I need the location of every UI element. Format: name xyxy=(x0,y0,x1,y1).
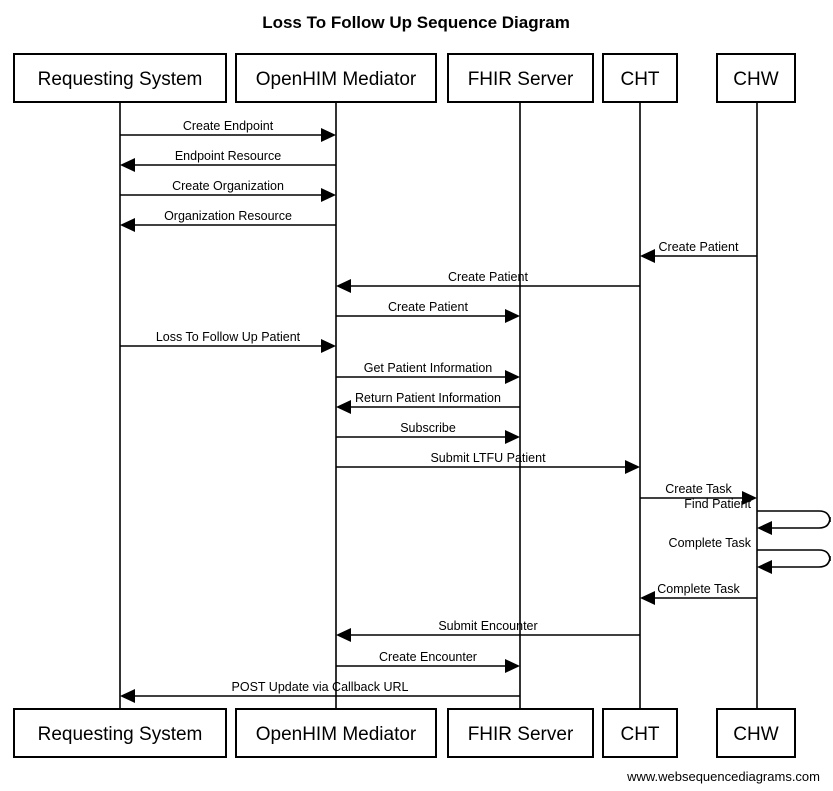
arrow-head xyxy=(321,339,336,353)
participant-box xyxy=(716,53,796,103)
message-label: Find Patient xyxy=(684,497,751,511)
participant-chw-bottom[interactable]: CHW xyxy=(716,708,796,758)
page-title: Loss To Follow Up Sequence Diagram xyxy=(262,13,570,32)
participant-box xyxy=(716,708,796,758)
arrow-head xyxy=(321,188,336,202)
self-loop-line xyxy=(757,549,831,568)
participant-box xyxy=(13,708,227,758)
participant-requesting-system-bottom[interactable]: Requesting System xyxy=(13,708,227,758)
message-submit-encounter-16: Submit Encounter xyxy=(336,619,640,642)
arrow-head xyxy=(505,659,520,673)
arrow-head xyxy=(120,689,135,703)
message-post-update-via-callback-url-18: POST Update via Callback URL xyxy=(120,680,520,703)
arrow-head xyxy=(120,218,135,232)
message-label: Create Patient xyxy=(388,300,468,314)
message-label: Complete Task xyxy=(669,536,752,550)
participant-label: Requesting System xyxy=(38,69,203,90)
message-create-task-12: Create Task xyxy=(640,482,757,505)
message-label: Create Patient xyxy=(659,240,739,254)
message-label: Complete Task xyxy=(657,582,740,596)
arrow-head xyxy=(336,400,351,414)
participant-openhim-mediator-bottom[interactable]: OpenHIM Mediator xyxy=(235,708,437,758)
message-label: Organization Resource xyxy=(164,209,292,223)
participant-label: Requesting System xyxy=(38,724,203,745)
message-label: Get Patient Information xyxy=(364,361,493,375)
message-label: Create Encounter xyxy=(379,650,477,664)
lifelines-group xyxy=(119,102,758,709)
message-create-encounter-17: Create Encounter xyxy=(336,650,520,673)
message-complete-task-15: Complete Task xyxy=(640,582,757,605)
arrow-head xyxy=(505,430,520,444)
arrow-head xyxy=(742,491,757,505)
participant-box xyxy=(13,53,227,103)
arrow-head xyxy=(321,128,336,142)
participant-label: OpenHIM Mediator xyxy=(256,724,417,745)
message-find-patient-13: Find Patient xyxy=(684,497,831,535)
message-label: Endpoint Resource xyxy=(175,149,281,163)
participant-box xyxy=(447,708,594,758)
arrow-head xyxy=(757,521,772,535)
participant-box xyxy=(447,53,594,103)
message-label: Subscribe xyxy=(400,421,456,435)
message-label: Create Task xyxy=(665,482,732,496)
message-complete-task-14: Complete Task xyxy=(669,536,831,574)
message-label: Submit LTFU Patient xyxy=(430,451,546,465)
message-label: Create Organization xyxy=(172,179,284,193)
arrow-head xyxy=(625,460,640,474)
participant-chw-top[interactable]: CHW xyxy=(716,53,796,103)
message-create-patient-5: Create Patient xyxy=(336,270,640,293)
participant-label: FHIR Server xyxy=(468,69,574,90)
message-organization-resource-3: Organization Resource xyxy=(120,209,336,232)
participant-box xyxy=(602,53,678,103)
arrow-head xyxy=(505,309,520,323)
participant-fhir-server-top[interactable]: FHIR Server xyxy=(447,53,594,103)
message-label: Return Patient Information xyxy=(355,391,501,405)
message-create-organization-2: Create Organization xyxy=(120,179,336,202)
participants-bottom-group: Requesting System OpenHIM Mediator FHIR Se… xyxy=(13,708,796,758)
arrow-head xyxy=(336,628,351,642)
participant-label: CHW xyxy=(733,69,778,90)
participant-label: CHT xyxy=(620,724,659,745)
message-return-patient-information-9: Return Patient Information xyxy=(336,391,520,414)
message-get-patient-information-8: Get Patient Information xyxy=(336,361,520,384)
arrow-head xyxy=(505,370,520,384)
message-submit-ltfu-patient-11: Submit LTFU Patient xyxy=(336,451,640,474)
participant-cht-top[interactable]: CHT xyxy=(602,53,678,103)
arrow-head xyxy=(120,158,135,172)
message-create-patient-6: Create Patient xyxy=(336,300,520,323)
message-label: Create Endpoint xyxy=(183,119,274,133)
message-endpoint-resource-1: Endpoint Resource xyxy=(120,149,336,172)
message-subscribe-10: Subscribe xyxy=(336,421,520,444)
watermark: www.websequencediagrams.com xyxy=(626,769,820,784)
message-create-endpoint-0: Create Endpoint xyxy=(120,119,336,142)
participant-label: CHT xyxy=(620,69,659,90)
participant-box xyxy=(602,708,678,758)
participants-top-group: Requesting System OpenHIM Mediator FHIR Se… xyxy=(13,53,796,103)
participant-label: OpenHIM Mediator xyxy=(256,69,417,90)
message-loss-to-follow-up-patient-7: Loss To Follow Up Patient xyxy=(120,330,336,353)
arrow-head xyxy=(336,279,351,293)
message-create-patient-4: Create Patient xyxy=(640,240,757,263)
message-label: POST Update via Callback URL xyxy=(232,680,409,694)
participant-box xyxy=(235,53,437,103)
participant-box xyxy=(235,708,437,758)
arrow-head xyxy=(757,560,772,574)
self-loop-line xyxy=(757,510,831,529)
participant-label: CHW xyxy=(733,724,778,745)
message-label: Loss To Follow Up Patient xyxy=(156,330,301,344)
message-label: Create Patient xyxy=(448,270,528,284)
message-label: Submit Encounter xyxy=(438,619,537,633)
arrow-head xyxy=(640,591,655,605)
participant-label: FHIR Server xyxy=(468,724,574,745)
participant-fhir-server-bottom[interactable]: FHIR Server xyxy=(447,708,594,758)
participant-openhim-mediator-top[interactable]: OpenHIM Mediator xyxy=(235,53,437,103)
participant-requesting-system-top[interactable]: Requesting System xyxy=(13,53,227,103)
arrow-head xyxy=(640,249,655,263)
participant-cht-bottom[interactable]: CHT xyxy=(602,708,678,758)
